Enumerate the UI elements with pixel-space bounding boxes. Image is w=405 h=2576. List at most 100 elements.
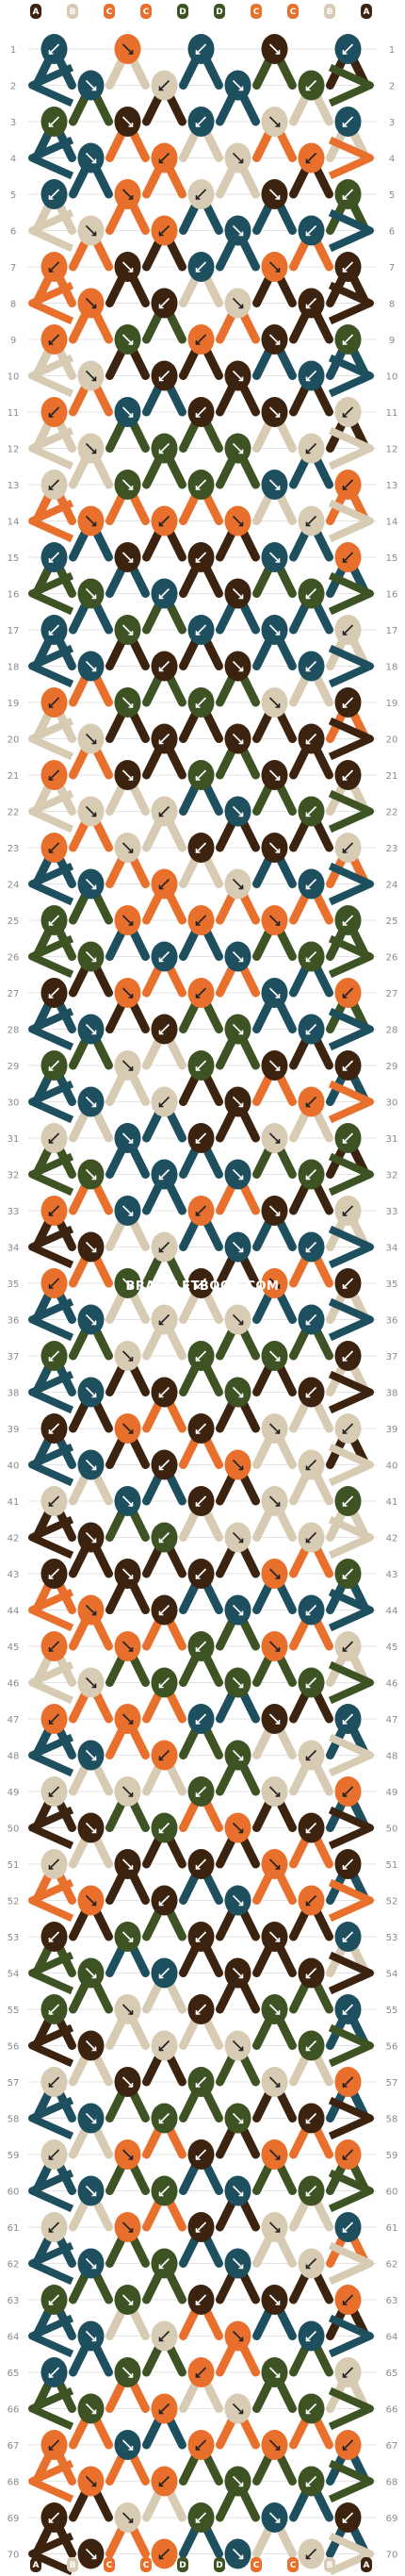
knot-arrow-icon [305, 1894, 317, 1907]
knot-arrow-icon [48, 116, 60, 127]
edge-loop-right [328, 1660, 374, 1705]
string-cap-top [177, 4, 188, 19]
string-cap-bottom [214, 2557, 225, 2572]
knot-arrow-icon [48, 842, 60, 853]
edge-loop-left [28, 1588, 74, 1632]
knot-arrow-icon [232, 224, 244, 237]
knot-arrow-icon [48, 479, 60, 490]
edge-loop-right [328, 426, 374, 471]
knot-arrow-icon [268, 1423, 281, 1434]
knot-arrow-icon [342, 1423, 354, 1434]
knot-arrow-icon [305, 587, 317, 600]
knot-arrow-icon [158, 1749, 170, 1761]
string-letter: C [106, 2561, 113, 2570]
knot-arrow-icon [342, 624, 354, 636]
knot-arrow-icon [158, 442, 170, 454]
knot-arrow-icon [48, 334, 60, 345]
knot-arrow-icon [85, 1313, 97, 1326]
knot-arrow-icon [268, 915, 281, 926]
edge-loop-right [328, 2023, 374, 2068]
row-number-left: 7 [10, 263, 16, 273]
knot-arrow-icon [85, 2112, 97, 2124]
knot-arrow-icon [122, 2221, 134, 2233]
row-number-right: 23 [386, 844, 398, 854]
knot-arrow-icon [268, 769, 281, 781]
knot-arrow-icon [268, 2294, 281, 2305]
knot-arrow-icon [158, 1531, 170, 1544]
knot-arrow-icon [158, 515, 170, 527]
row-number-left: 42 [8, 1534, 20, 1544]
edge-loop-right [328, 2532, 374, 2576]
row-number-left: 38 [8, 1389, 20, 1399]
row-number-right: 29 [386, 1062, 398, 1072]
row-number-right: 26 [386, 953, 398, 964]
knot-arrow-icon [48, 2149, 60, 2160]
knot-arrow-icon [268, 2367, 281, 2378]
edge-loop-left [28, 1660, 74, 1705]
string-letter: A [364, 8, 370, 17]
row-number-right: 5 [389, 190, 395, 201]
knot-arrow-icon [305, 1822, 317, 1834]
edge-loop-left [28, 1515, 74, 1560]
knot-arrow-icon [342, 2221, 354, 2233]
knot-arrow-icon [195, 769, 207, 781]
edge-loop-left [28, 862, 74, 906]
row-number-right: 13 [386, 481, 398, 491]
row-number-right: 24 [386, 881, 398, 891]
knot-arrow-icon [268, 2439, 281, 2451]
row-number-left: 3 [10, 118, 16, 128]
row-number-right: 17 [386, 626, 398, 636]
knot-arrow-icon [122, 1495, 134, 1507]
knot-arrow-icon [85, 1168, 97, 1181]
row-number-right: 39 [386, 1425, 398, 1435]
row-number-left: 69 [8, 2514, 20, 2524]
row-number-right: 27 [386, 989, 398, 999]
row-number-left: 22 [8, 808, 20, 818]
knot-arrow-icon [158, 1967, 170, 1979]
knot-arrow-icon [232, 2257, 244, 2270]
edge-loop-right [328, 1806, 374, 1850]
row-number-left: 48 [8, 1752, 20, 1762]
knot-arrow-icon [305, 1386, 317, 1398]
knot-arrow-icon [85, 1894, 97, 1907]
row-number-right: 22 [386, 808, 398, 818]
knot-arrow-icon [122, 2004, 134, 2015]
knot-arrow-icon [195, 624, 207, 636]
knot-arrow-icon [232, 1241, 244, 1253]
knot-arrow-icon [85, 878, 97, 890]
knot-arrow-icon [48, 1423, 60, 1434]
row-number-right: 28 [386, 1026, 398, 1036]
row-number-left: 70 [8, 2551, 20, 2561]
knot-arrow-icon [122, 1931, 134, 1942]
knots-layer [40, 34, 362, 2569]
knot-arrow-icon [342, 1132, 354, 1144]
knot-arrow-icon [342, 2294, 354, 2305]
row-number-left: 45 [8, 1643, 20, 1653]
knot-arrow-icon [158, 2403, 170, 2415]
knot-arrow-icon [122, 2149, 134, 2160]
edge-loop-left [28, 426, 74, 471]
row-number-left: 37 [8, 1352, 20, 1362]
row-number-left: 9 [10, 336, 16, 346]
row-number-left: 49 [8, 1788, 20, 1798]
row-number-right: 69 [386, 2514, 398, 2524]
string-letter: C [143, 8, 150, 17]
string-cap-top [251, 4, 262, 19]
knot-arrow-icon [305, 878, 317, 890]
knot-arrow-icon [305, 2039, 317, 2052]
edge-loop-right [328, 1951, 374, 1995]
knot-arrow-icon [48, 2439, 60, 2451]
row-number-left: 29 [8, 1062, 20, 1072]
edge-loop-right [328, 1152, 374, 1197]
knot-arrow-icon [122, 552, 134, 563]
knot-arrow-icon [195, 2149, 207, 2160]
edge-loop-left [28, 1370, 74, 1414]
knot-arrow-icon [48, 1060, 60, 1071]
knot-arrow-icon [232, 515, 244, 527]
knot-arrow-icon [122, 915, 134, 926]
row-number-left: 20 [8, 735, 20, 746]
knot-arrow-icon [268, 116, 281, 127]
knot-arrow-icon [122, 2439, 134, 2451]
row-number-right: 35 [386, 1280, 398, 1290]
